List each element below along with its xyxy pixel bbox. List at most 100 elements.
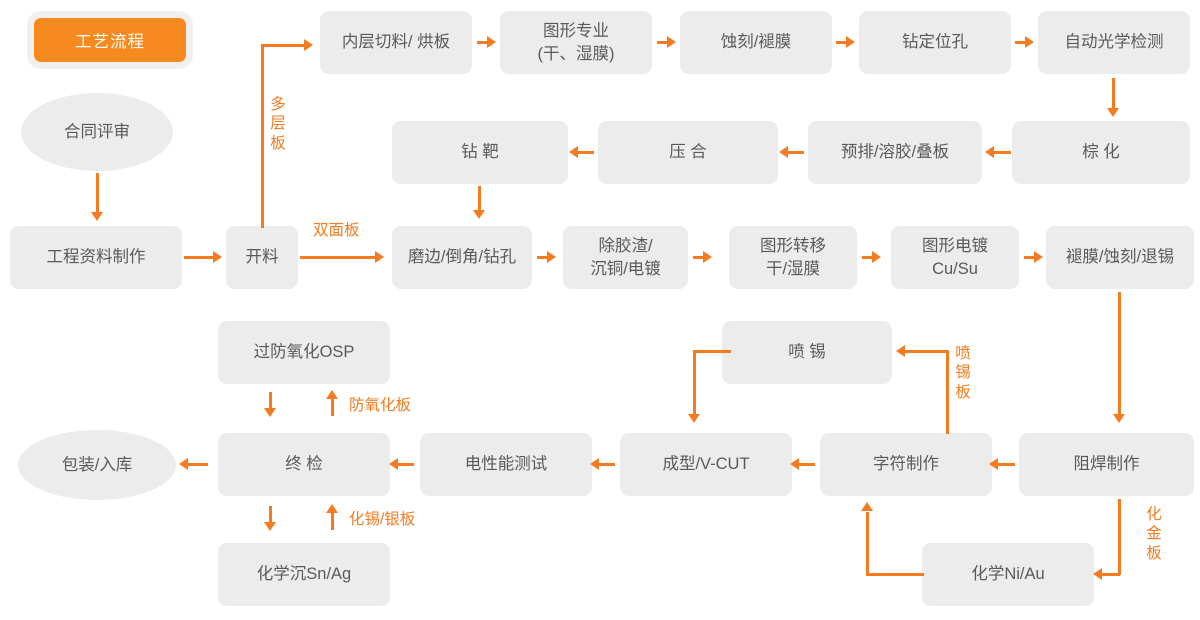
edge-enig-board-vertical <box>1118 499 1121 575</box>
arrowhead-left <box>985 146 994 158</box>
node-pattern-plating[interactable]: 图形电镀 Cu/Su <box>891 226 1019 289</box>
edge-label-hasl-board: 喷 锡 板 <box>955 345 971 401</box>
node-profile-vcut[interactable]: 成型/V-CUT <box>620 433 792 496</box>
arrowhead-right <box>487 36 496 48</box>
edge-etch-to-drill <box>836 41 848 44</box>
edge-enig-to-legend-horizontal <box>866 573 924 576</box>
edge-contract-to-engineering <box>96 173 99 213</box>
node-lamination[interactable]: 压 合 <box>598 121 778 184</box>
arrowhead-down <box>91 212 103 221</box>
arrowhead-right <box>304 39 313 51</box>
arrowhead-up <box>326 390 338 399</box>
edge-label-snag-board: 化锡/银板 <box>349 511 416 528</box>
edge-strip-to-soldermask <box>1118 292 1121 416</box>
edge-graphic-to-etch <box>657 41 669 44</box>
arrowhead-right <box>547 251 556 263</box>
edge-hasl-board-horizontal <box>903 350 949 353</box>
node-cutting[interactable]: 开料 <box>226 226 298 289</box>
node-contract-review[interactable]: 合同评审 <box>21 93 173 171</box>
node-strip-etch-tin[interactable]: 褪膜/蚀刻/退锡 <box>1046 226 1194 289</box>
node-hasl[interactable]: 喷 锡 <box>722 321 892 384</box>
arrowhead-right <box>703 251 712 263</box>
arrowhead-right <box>213 251 222 263</box>
edge-target-to-edgedrill <box>478 186 481 212</box>
arrowhead-up <box>326 504 338 513</box>
node-etch-strip[interactable]: 蚀刻/褪膜 <box>680 11 832 74</box>
arrowhead-right <box>667 36 676 48</box>
node-legend-print[interactable]: 字符制作 <box>820 433 992 496</box>
node-drill-pos-hole[interactable]: 钻定位孔 <box>859 11 1011 74</box>
node-engineering-data[interactable]: 工程资料制作 <box>10 226 182 289</box>
arrowhead-right <box>1034 251 1043 263</box>
arrowhead-left <box>790 458 799 470</box>
arrowhead-down <box>264 522 276 531</box>
edge-edgedrill-to-desmear <box>537 256 549 259</box>
arrowhead-down <box>688 414 700 423</box>
edge-plating-to-strip <box>1024 256 1036 259</box>
arrowhead-left <box>989 458 998 470</box>
node-osp[interactable]: 过防氧化OSP <box>218 321 390 384</box>
edge-soldermask-to-legend <box>997 463 1015 466</box>
arrowhead-left <box>179 458 188 470</box>
node-edge-drill[interactable]: 磨边/倒角/钻孔 <box>392 226 532 289</box>
edge-final-to-package <box>186 463 208 466</box>
edge-cutting-to-inner-horizontal <box>261 44 305 47</box>
edge-drill-to-aoi <box>1015 41 1027 44</box>
node-graphic-pro[interactable]: 图形专业 (干、湿膜) <box>500 11 652 74</box>
edge-cutting-to-inner-vertical <box>261 44 264 228</box>
arrowhead-left <box>1093 568 1102 580</box>
edge-enig-board-horizontal <box>1100 573 1120 576</box>
node-prelay-glue-stack[interactable]: 预排/溶胶/叠板 <box>808 121 982 184</box>
edge-desmear-to-transfer <box>693 256 705 259</box>
edge-osp-to-final-line <box>331 398 334 416</box>
node-immersion-sn-ag[interactable]: 化学沉Sn/Ag <box>218 543 390 606</box>
arrowhead-left <box>569 146 578 158</box>
edge-final-to-snag-line <box>269 506 272 524</box>
node-inner-cut-bake[interactable]: 内层切料/ 烘板 <box>320 11 472 74</box>
node-enig[interactable]: 化学Ni/Au <box>922 543 1094 606</box>
arrowhead-right <box>375 251 384 263</box>
edge-inner-to-graphic <box>477 41 489 44</box>
arrowhead-up <box>861 502 873 511</box>
arrowhead-right <box>846 36 855 48</box>
title-badge: 工艺流程 <box>34 18 186 62</box>
edge-label-osp-board: 防氧化板 <box>349 397 412 414</box>
node-desmear-plate[interactable]: 除胶渣/ 沉铜/电镀 <box>563 226 688 289</box>
node-brown-oxide[interactable]: 棕 化 <box>1012 121 1190 184</box>
edge-label-multilayer: 多 层 板 <box>270 96 286 152</box>
arrowhead-down <box>264 408 276 417</box>
edge-etest-to-final <box>396 463 414 466</box>
arrowhead-right <box>1025 36 1034 48</box>
node-etest[interactable]: 电性能测试 <box>420 433 592 496</box>
node-final-inspect[interactable]: 终 检 <box>218 433 390 496</box>
edge-prelay-to-lamination <box>786 151 804 154</box>
arrowhead-left <box>779 146 788 158</box>
edge-transfer-to-plating <box>862 256 874 259</box>
node-aoi[interactable]: 自动光学检测 <box>1038 11 1190 74</box>
edge-profile-to-etest <box>597 463 615 466</box>
edge-snag-to-final-line <box>331 512 334 530</box>
arrowhead-down <box>1107 108 1119 117</box>
arrowhead-down <box>473 210 485 219</box>
arrowhead-left <box>389 458 398 470</box>
edge-hasl-to-profile-vertical <box>693 350 696 416</box>
edge-label-enig-board: 化 金 板 <box>1146 506 1162 562</box>
node-pattern-transfer[interactable]: 图形转移 干/湿膜 <box>729 226 857 289</box>
edge-legend-to-profile <box>797 463 815 466</box>
edge-hasl-board-vertical <box>946 350 949 434</box>
edge-cutting-to-edgedrill <box>300 256 376 259</box>
edge-brown-to-prelay <box>993 151 1011 154</box>
edge-engineering-to-cutting <box>184 256 214 259</box>
edge-hasl-to-profile-horizontal <box>693 350 731 353</box>
arrowhead-down <box>1113 414 1125 423</box>
edge-label-double-sided: 双面板 <box>313 222 360 239</box>
arrowhead-left <box>590 458 599 470</box>
arrowhead-right <box>872 251 881 263</box>
node-package-stock[interactable]: 包装/入库 <box>18 430 176 500</box>
edge-final-to-osp-line <box>269 392 272 410</box>
edge-enig-to-legend-vertical <box>866 512 869 575</box>
edge-aoi-to-brown <box>1112 78 1115 110</box>
node-solder-mask[interactable]: 阻焊制作 <box>1019 433 1194 496</box>
node-drill-target[interactable]: 钻 靶 <box>392 121 568 184</box>
